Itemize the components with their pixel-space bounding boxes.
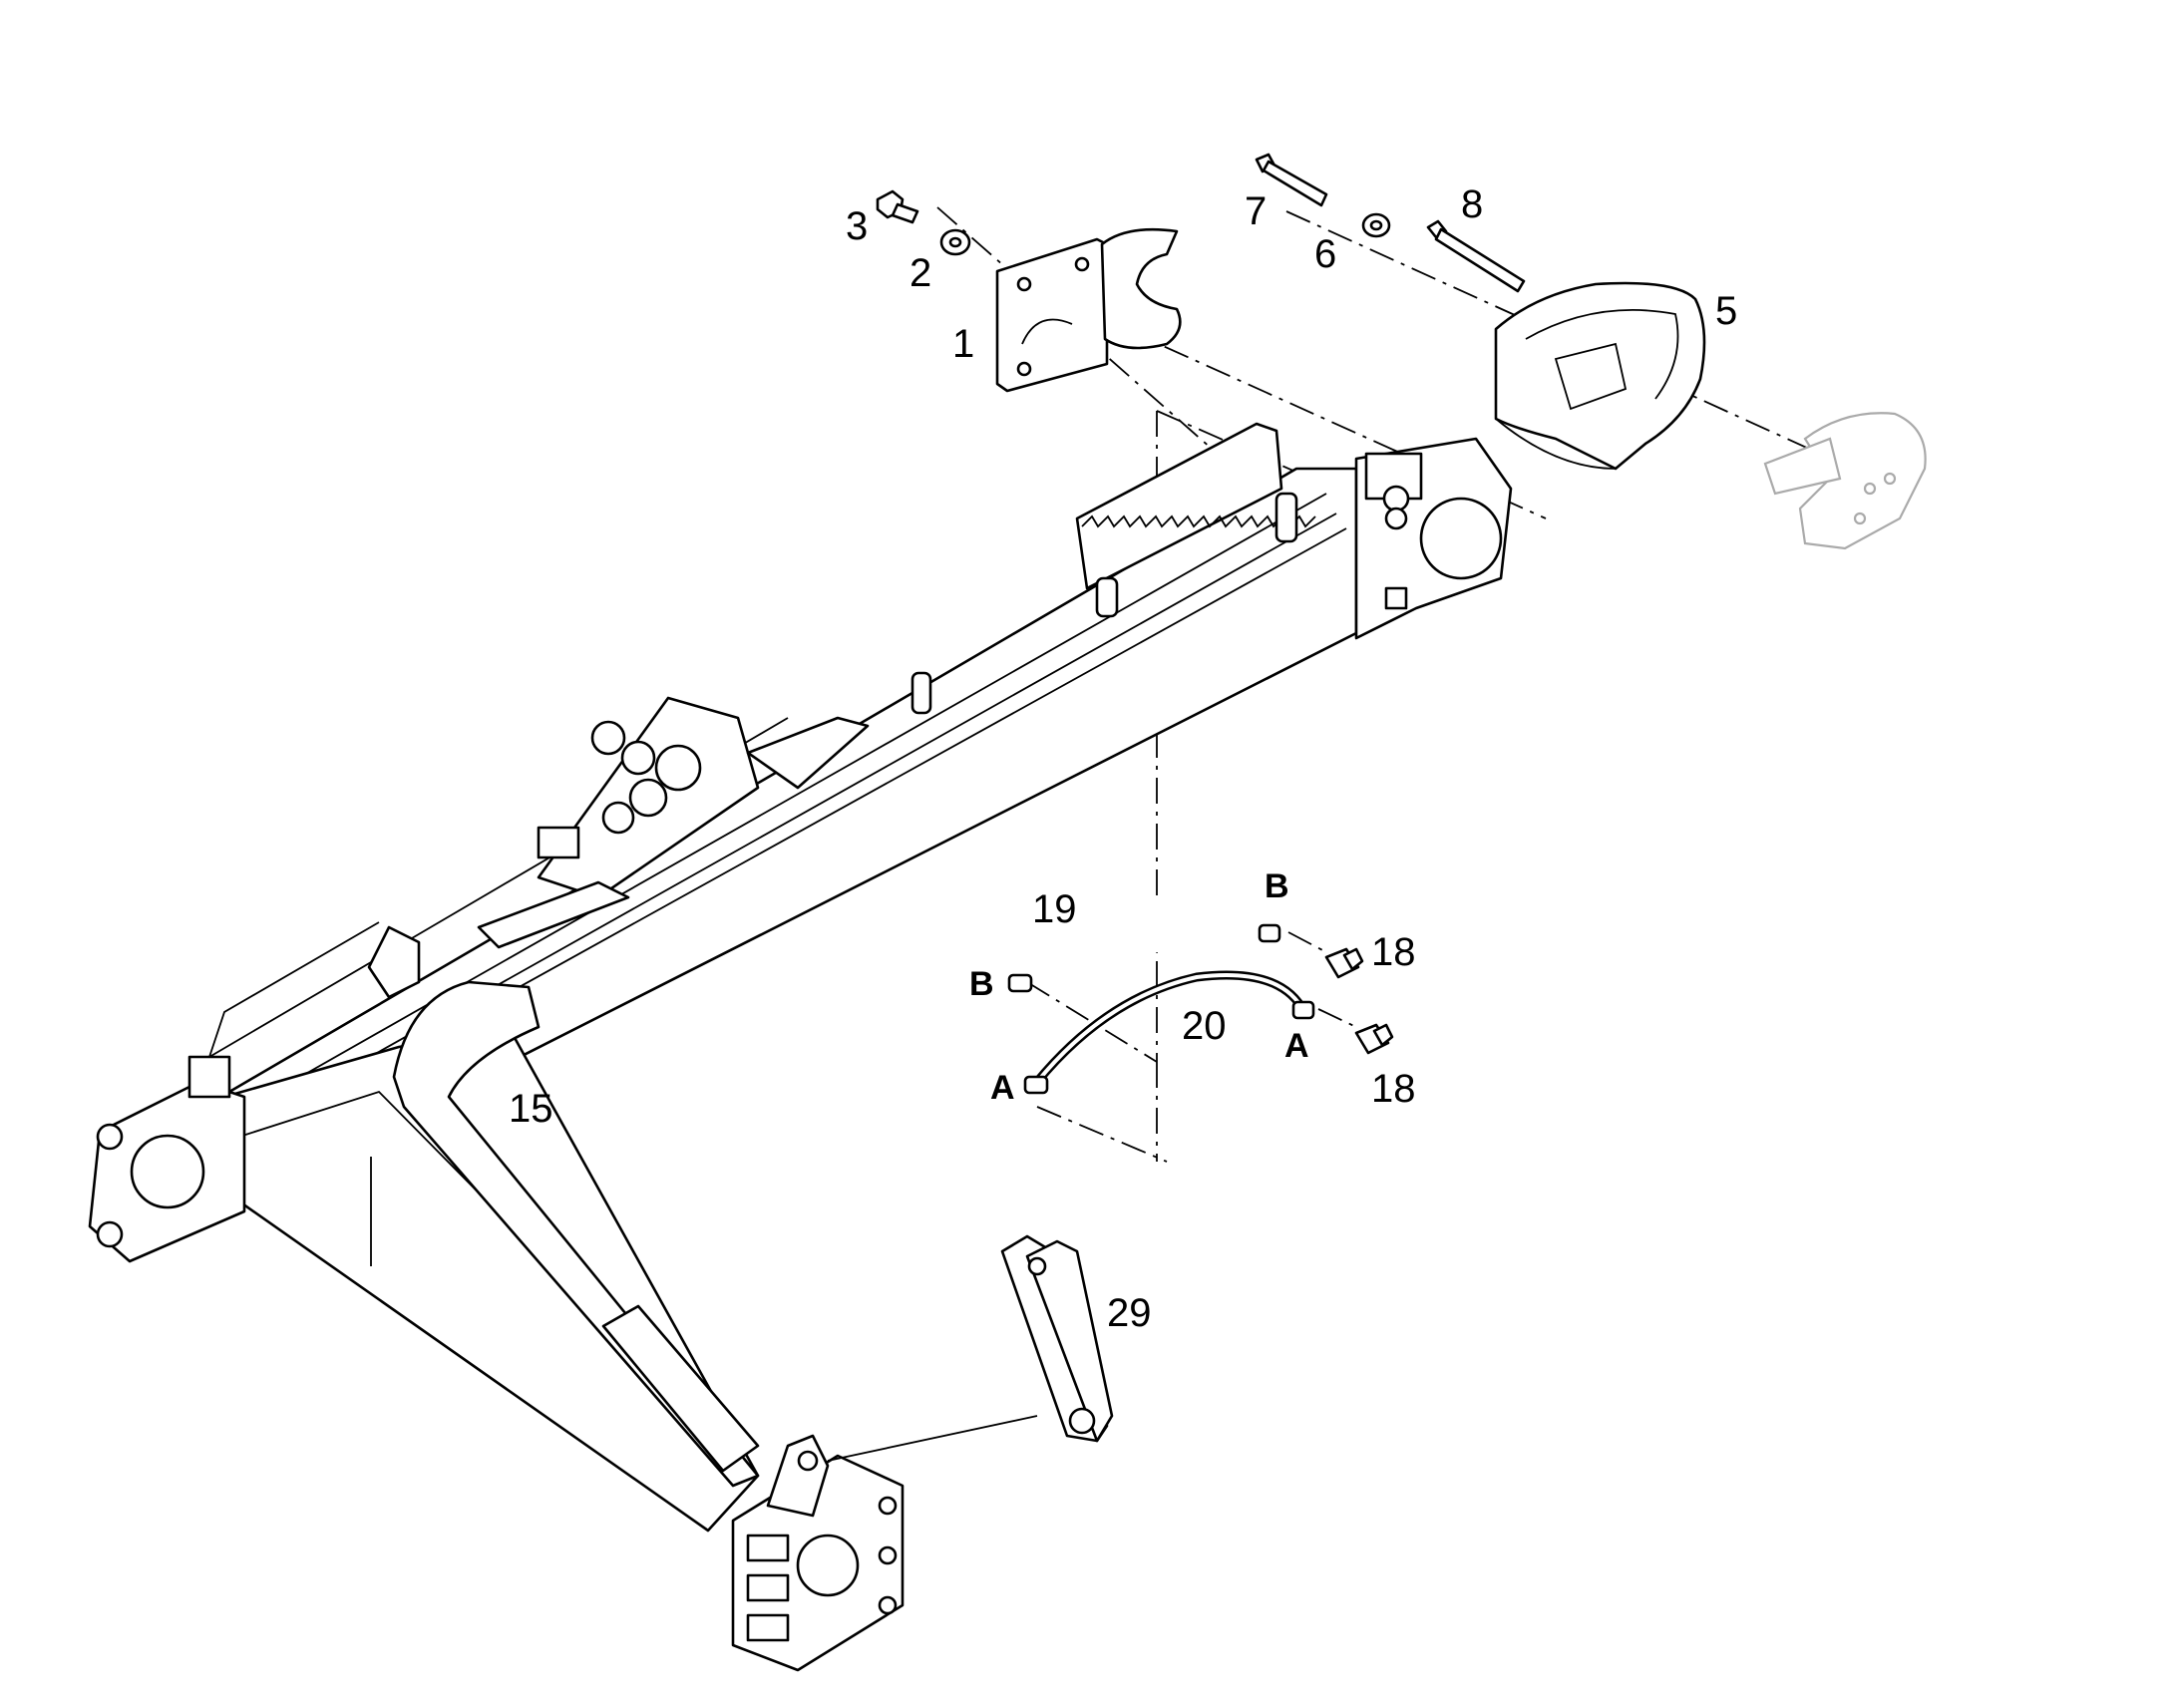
callout-5: 5 xyxy=(1715,289,1737,333)
port-b-upper-right: B xyxy=(1265,867,1289,905)
main-frame xyxy=(88,422,1513,1672)
part-8-bolt xyxy=(1426,219,1526,293)
right-end-mount xyxy=(1354,437,1513,640)
callout-15: 15 xyxy=(509,1087,553,1131)
port-b-left: B xyxy=(969,965,994,1003)
callout-29: 29 xyxy=(1107,1291,1152,1335)
callout-1: 1 xyxy=(952,322,974,366)
port-a-left: A xyxy=(990,1069,1015,1107)
callout-2: 2 xyxy=(909,251,931,295)
part-29-link xyxy=(827,1234,1114,1462)
part-7-pin xyxy=(1255,153,1328,207)
hose-20 xyxy=(1023,970,1315,1095)
port-letters: B B A A xyxy=(969,867,1309,1107)
fitting-18-upper xyxy=(1324,947,1364,979)
callout-labels: 1 2 3 5 6 7 8 15 18 18 19 20 29 xyxy=(509,182,1737,1335)
callout-18-lower: 18 xyxy=(1371,1067,1416,1111)
callout-18-upper: 18 xyxy=(1371,930,1416,974)
bottom-mount xyxy=(731,1434,905,1672)
part-3-bolt xyxy=(876,189,919,224)
ghost-housing xyxy=(1763,412,1927,550)
part-2-washer xyxy=(939,228,971,256)
callout-8: 8 xyxy=(1461,182,1483,226)
part-1-bracket xyxy=(995,227,1182,393)
callout-19: 19 xyxy=(1032,887,1077,931)
left-end-mount xyxy=(88,1055,246,1263)
port-a-right: A xyxy=(1284,1027,1309,1065)
fitting-18-lower xyxy=(1354,1023,1394,1055)
callout-6: 6 xyxy=(1314,232,1336,276)
part-6-washer xyxy=(1361,212,1391,238)
part-5-housing xyxy=(1494,281,1706,471)
hose-19 xyxy=(1007,892,1281,993)
callout-7: 7 xyxy=(1245,189,1267,233)
callout-20: 20 xyxy=(1182,1004,1227,1048)
callout-3: 3 xyxy=(846,204,868,248)
